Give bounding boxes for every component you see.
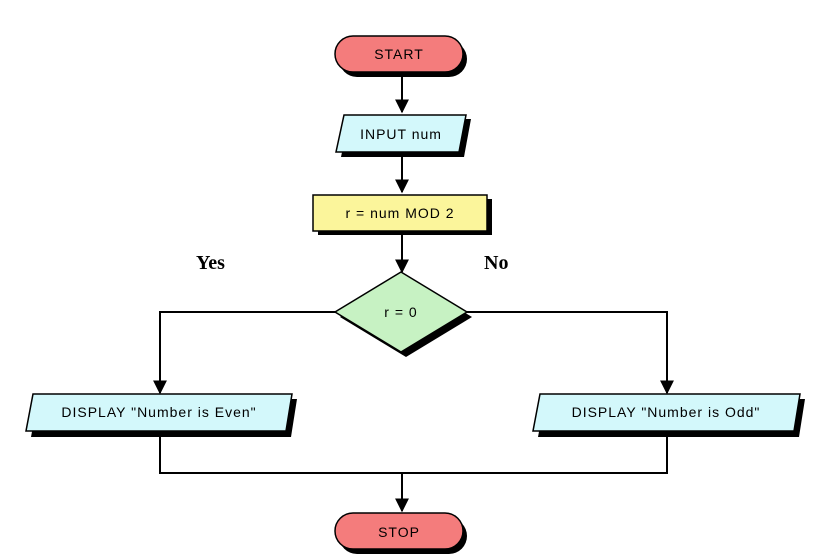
- arrow-decision-yes: [153, 311, 336, 395]
- no-branch-label: No: [484, 252, 508, 274]
- display-odd-label: DISPLAY "Number is Odd": [572, 404, 761, 420]
- start-terminator: START: [334, 35, 467, 77]
- process-box: r = num MOD 2: [312, 194, 492, 235]
- display-even-label: DISPLAY "Number is Even": [61, 404, 256, 420]
- process-label: r = num MOD 2: [345, 205, 454, 221]
- yes-branch-label: Yes: [196, 252, 225, 274]
- decision-label: r = 0: [384, 304, 417, 320]
- connectors: [153, 74, 674, 513]
- start-label: START: [374, 46, 424, 62]
- arrow-decision-no: [466, 311, 674, 395]
- stop-label: STOP: [378, 524, 420, 540]
- merge-line: [159, 431, 668, 474]
- display-even-parallelogram: DISPLAY "Number is Even": [25, 393, 297, 437]
- stop-terminator: STOP: [334, 512, 467, 554]
- display-odd-parallelogram: DISPLAY "Number is Odd": [532, 393, 805, 437]
- input-parallelogram: INPUT num: [335, 114, 471, 157]
- decision-diamond: r = 0: [333, 271, 472, 357]
- input-label: INPUT num: [360, 126, 442, 142]
